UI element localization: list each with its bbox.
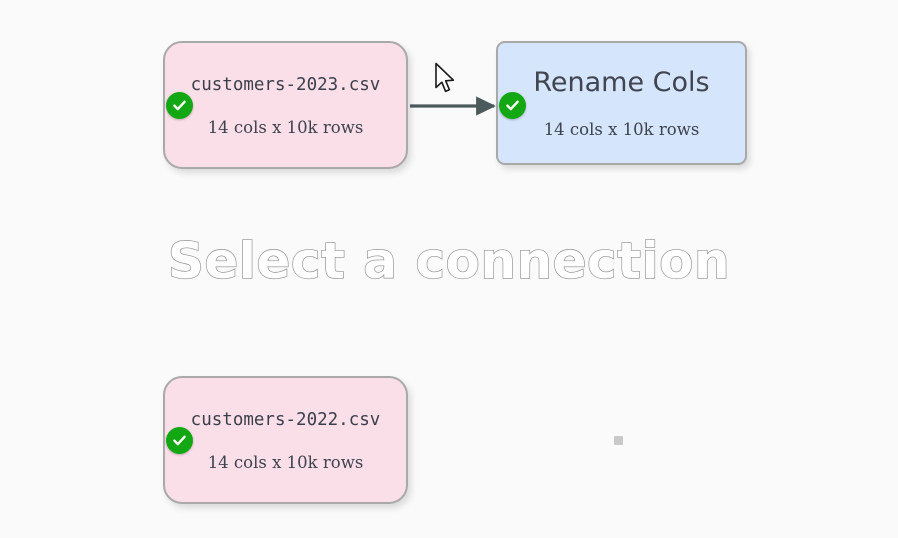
mouse-pointer-icon bbox=[435, 62, 455, 93]
connection-handle[interactable] bbox=[614, 436, 623, 445]
node-customers-2022[interactable]: customers-2022.csv 14 cols x 10k rows bbox=[163, 376, 408, 504]
node-subtitle: 14 cols x 10k rows bbox=[543, 120, 700, 139]
node-rename-cols[interactable]: Rename Cols 14 cols x 10k rows bbox=[496, 41, 747, 165]
node-subtitle: 14 cols x 10k rows bbox=[207, 118, 364, 137]
check-circle-icon[interactable] bbox=[499, 92, 526, 119]
check-circle-icon[interactable] bbox=[166, 427, 193, 454]
hint-message: Select a connection bbox=[167, 231, 731, 290]
node-customers-2023[interactable]: customers-2023.csv 14 cols x 10k rows bbox=[163, 41, 408, 169]
node-title: Rename Cols bbox=[533, 67, 710, 98]
node-subtitle: 14 cols x 10k rows bbox=[207, 453, 364, 472]
node-title: customers-2023.csv bbox=[190, 75, 381, 95]
node-title: customers-2022.csv bbox=[190, 410, 381, 430]
check-circle-icon[interactable] bbox=[166, 92, 193, 119]
